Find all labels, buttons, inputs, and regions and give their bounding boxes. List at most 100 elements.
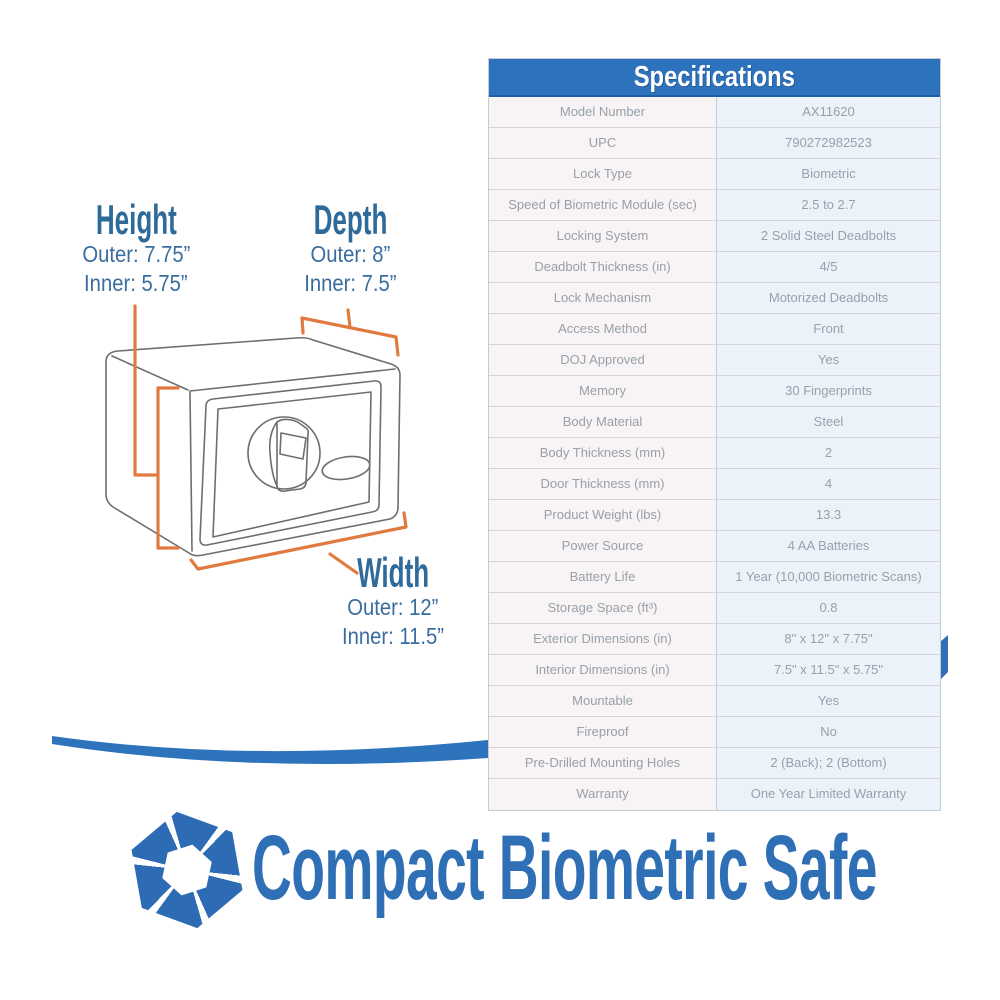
safe-body-outline	[105, 336, 401, 557]
spec-label-cell: Product Weight (lbs)	[489, 500, 717, 531]
spec-label-cell: Interior Dimensions (in)	[489, 655, 717, 686]
safe-front-left-edge	[189, 391, 193, 552]
spec-value-cell: 2 Solid Steel Deadbolts	[717, 221, 940, 252]
brand-logo	[119, 802, 256, 939]
spec-label-cell: Speed of Biometric Module (sec)	[489, 190, 717, 221]
spec-value-cell: Yes	[717, 686, 940, 717]
spec-value-cell: 790272982523	[717, 128, 940, 159]
product-title-text: Compact Biometric Safe	[252, 817, 877, 919]
spec-label-cell: Door Thickness (mm)	[489, 469, 717, 500]
spec-label-cell: Warranty	[489, 779, 717, 810]
depth-title: Depth	[313, 196, 387, 243]
table-row: Mountable Yes	[489, 686, 940, 717]
width-dimension-label: Width Outer: 12” Inner: 11.5”	[303, 549, 483, 651]
table-row: Model Number AX11620	[489, 97, 940, 128]
depth-bracket	[300, 308, 400, 357]
table-row: Locking System 2 Solid Steel Deadbolts	[489, 221, 940, 252]
height-title: Height	[95, 196, 177, 243]
table-row: Speed of Biometric Module (sec) 2.5 to 2…	[489, 190, 940, 221]
table-row: Lock Type Biometric	[489, 159, 940, 190]
spec-value-cell: 30 Fingerprints	[717, 376, 940, 407]
spec-label-cell: Exterior Dimensions (in)	[489, 624, 717, 655]
spec-label-cell: UPC	[489, 128, 717, 159]
height-dimension-label: Height Outer: 7.75” Inner: 5.75”	[46, 196, 226, 298]
spec-value-cell: Steel	[717, 407, 940, 438]
spec-label-cell: Lock Mechanism	[489, 283, 717, 314]
product-title: Compact Biometric Safe	[252, 822, 1000, 914]
swoosh-right-tab	[941, 635, 948, 679]
spec-label-cell: Battery Life	[489, 562, 717, 593]
spec-value-cell: 2	[717, 438, 940, 469]
table-row: Warranty One Year Limited Warranty	[489, 779, 940, 810]
spec-label-cell: Lock Type	[489, 159, 717, 190]
table-row: Power Source 4 AA Batteries	[489, 531, 940, 562]
table-row: Deadbolt Thickness (in) 4/5	[489, 252, 940, 283]
width-outer-value: Outer: 12”	[347, 594, 439, 620]
spec-value-cell: 13.3	[717, 500, 940, 531]
spec-value-cell: 4/5	[717, 252, 940, 283]
spec-value-cell: Motorized Deadbolts	[717, 283, 940, 314]
fingerprint-window	[279, 432, 307, 460]
fingerprint-module	[276, 418, 310, 492]
spec-value-cell: Biometric	[717, 159, 940, 190]
outer-height-bracket	[133, 304, 158, 477]
spec-label-cell: Access Method	[489, 314, 717, 345]
safe-top-left-edge	[111, 355, 189, 391]
depth-outer-value: Outer: 8”	[310, 241, 390, 267]
spec-table-body: Model Number AX11620 UPC 790272982523 Lo…	[489, 97, 940, 810]
spec-value-cell: 2.5 to 2.7	[717, 190, 940, 221]
swoosh-line	[52, 736, 488, 765]
spec-label-cell: DOJ Approved	[489, 345, 717, 376]
table-row: Lock Mechanism Motorized Deadbolts	[489, 283, 940, 314]
table-row: Exterior Dimensions (in) 8" x 12" x 7.75…	[489, 624, 940, 655]
specifications-table: Specifications Model Number AX11620 UPC …	[488, 58, 941, 811]
specifications-header: Specifications	[489, 59, 940, 97]
spec-value-cell: 7.5" x 11.5" x 5.75"	[717, 655, 940, 686]
safe-handle-oval	[321, 455, 371, 481]
table-row: Fireproof No	[489, 717, 940, 748]
spec-label-cell: Mountable	[489, 686, 717, 717]
spec-label-cell: Storage Space (ft³)	[489, 593, 717, 624]
fingerprint-module-side	[268, 421, 278, 487]
spec-label-cell: Memory	[489, 376, 717, 407]
table-row: Product Weight (lbs) 13.3	[489, 500, 940, 531]
spec-value-cell: No	[717, 717, 940, 748]
safe-front-top-edge	[189, 368, 396, 392]
spec-value-cell: 4	[717, 469, 940, 500]
spec-value-cell: 8" x 12" x 7.75"	[717, 624, 940, 655]
table-row: UPC 790272982523	[489, 128, 940, 159]
spec-label-cell: Power Source	[489, 531, 717, 562]
spec-value-cell: 2 (Back); 2 (Bottom)	[717, 748, 940, 779]
table-row: Battery Life 1 Year (10,000 Biometric Sc…	[489, 562, 940, 593]
table-row: Body Thickness (mm) 2	[489, 438, 940, 469]
spec-label-cell: Locking System	[489, 221, 717, 252]
width-bracket	[189, 511, 408, 575]
spec-value-cell: Front	[717, 314, 940, 345]
spec-value-cell: 1 Year (10,000 Biometric Scans)	[717, 562, 940, 593]
dimension-brackets	[133, 304, 408, 575]
spec-label-cell: Body Thickness (mm)	[489, 438, 717, 469]
biometric-knob-circle	[247, 416, 321, 490]
table-row: Body Material Steel	[489, 407, 940, 438]
depth-dimension-label: Depth Outer: 8” Inner: 7.5”	[260, 196, 440, 298]
table-row: Door Thickness (mm) 4	[489, 469, 940, 500]
inner-height-bracket	[156, 386, 180, 550]
spec-label-cell: Fireproof	[489, 717, 717, 748]
spec-value-cell: 0.8	[717, 593, 940, 624]
width-title: Width	[356, 549, 430, 596]
table-row: Storage Space (ft³) 0.8	[489, 593, 940, 624]
specifications-title: Specifications	[633, 61, 796, 93]
spec-label-cell: Deadbolt Thickness (in)	[489, 252, 717, 283]
table-row: Pre-Drilled Mounting Holes 2 (Back); 2 (…	[489, 748, 940, 779]
table-row: Interior Dimensions (in) 7.5" x 11.5" x …	[489, 655, 940, 686]
spec-value-cell: AX11620	[717, 97, 940, 128]
safe-line-drawing	[105, 336, 401, 557]
spec-label-cell: Body Material	[489, 407, 717, 438]
spec-label-cell: Model Number	[489, 97, 717, 128]
height-inner-value: Inner: 5.75”	[84, 270, 188, 296]
height-outer-value: Outer: 7.75”	[81, 241, 190, 267]
table-row: DOJ Approved Yes	[489, 345, 940, 376]
width-inner-value: Inner: 11.5”	[341, 623, 444, 649]
safe-door-inner-panel	[212, 391, 372, 538]
